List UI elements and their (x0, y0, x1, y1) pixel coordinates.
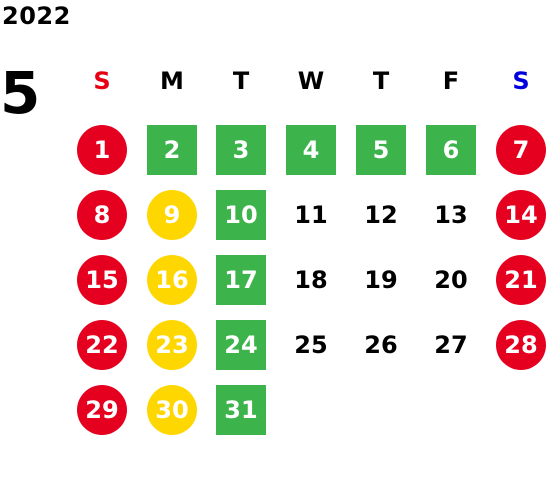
day-cell[interactable]: 6 (426, 125, 476, 175)
day-cell[interactable]: 8 (77, 190, 127, 240)
day-cell[interactable]: 3 (216, 125, 266, 175)
day-cell[interactable]: 1 (77, 125, 127, 175)
day-cell[interactable]: 7 (496, 125, 546, 175)
day-cell[interactable]: 12 (364, 201, 398, 229)
calendar-year: 2022 (2, 2, 71, 30)
day-cell[interactable]: 17 (216, 255, 266, 305)
day-cell[interactable]: 25 (294, 331, 328, 359)
day-cell[interactable]: 15 (77, 255, 127, 305)
day-cell[interactable]: 20 (434, 266, 468, 294)
day-cell[interactable]: 10 (216, 190, 266, 240)
day-cell[interactable]: 19 (364, 266, 398, 294)
weekday-label: F (442, 67, 460, 95)
day-cell[interactable]: 24 (216, 320, 266, 370)
weekday-label: S (512, 67, 530, 95)
day-cell[interactable]: 28 (496, 320, 546, 370)
day-cell[interactable]: 18 (294, 266, 328, 294)
weekday-label: M (160, 67, 184, 95)
day-cell[interactable]: 16 (147, 255, 197, 305)
day-cell[interactable]: 22 (77, 320, 127, 370)
day-cell[interactable]: 30 (147, 385, 197, 435)
weekday-label: T (372, 67, 390, 95)
day-cell[interactable]: 11 (294, 201, 328, 229)
day-cell[interactable]: 26 (364, 331, 398, 359)
day-cell[interactable]: 27 (434, 331, 468, 359)
day-cell[interactable]: 4 (286, 125, 336, 175)
day-cell[interactable]: 9 (147, 190, 197, 240)
day-cell[interactable]: 2 (147, 125, 197, 175)
calendar-month: 5 (0, 59, 41, 127)
day-cell[interactable]: 5 (356, 125, 406, 175)
day-cell[interactable]: 31 (216, 385, 266, 435)
weekday-label: W (297, 67, 325, 95)
weekday-label: S (93, 67, 111, 95)
day-cell[interactable]: 23 (147, 320, 197, 370)
day-cell[interactable]: 29 (77, 385, 127, 435)
day-cell[interactable]: 13 (434, 201, 468, 229)
day-cell[interactable]: 14 (496, 190, 546, 240)
weekday-label: T (232, 67, 250, 95)
day-cell[interactable]: 21 (496, 255, 546, 305)
